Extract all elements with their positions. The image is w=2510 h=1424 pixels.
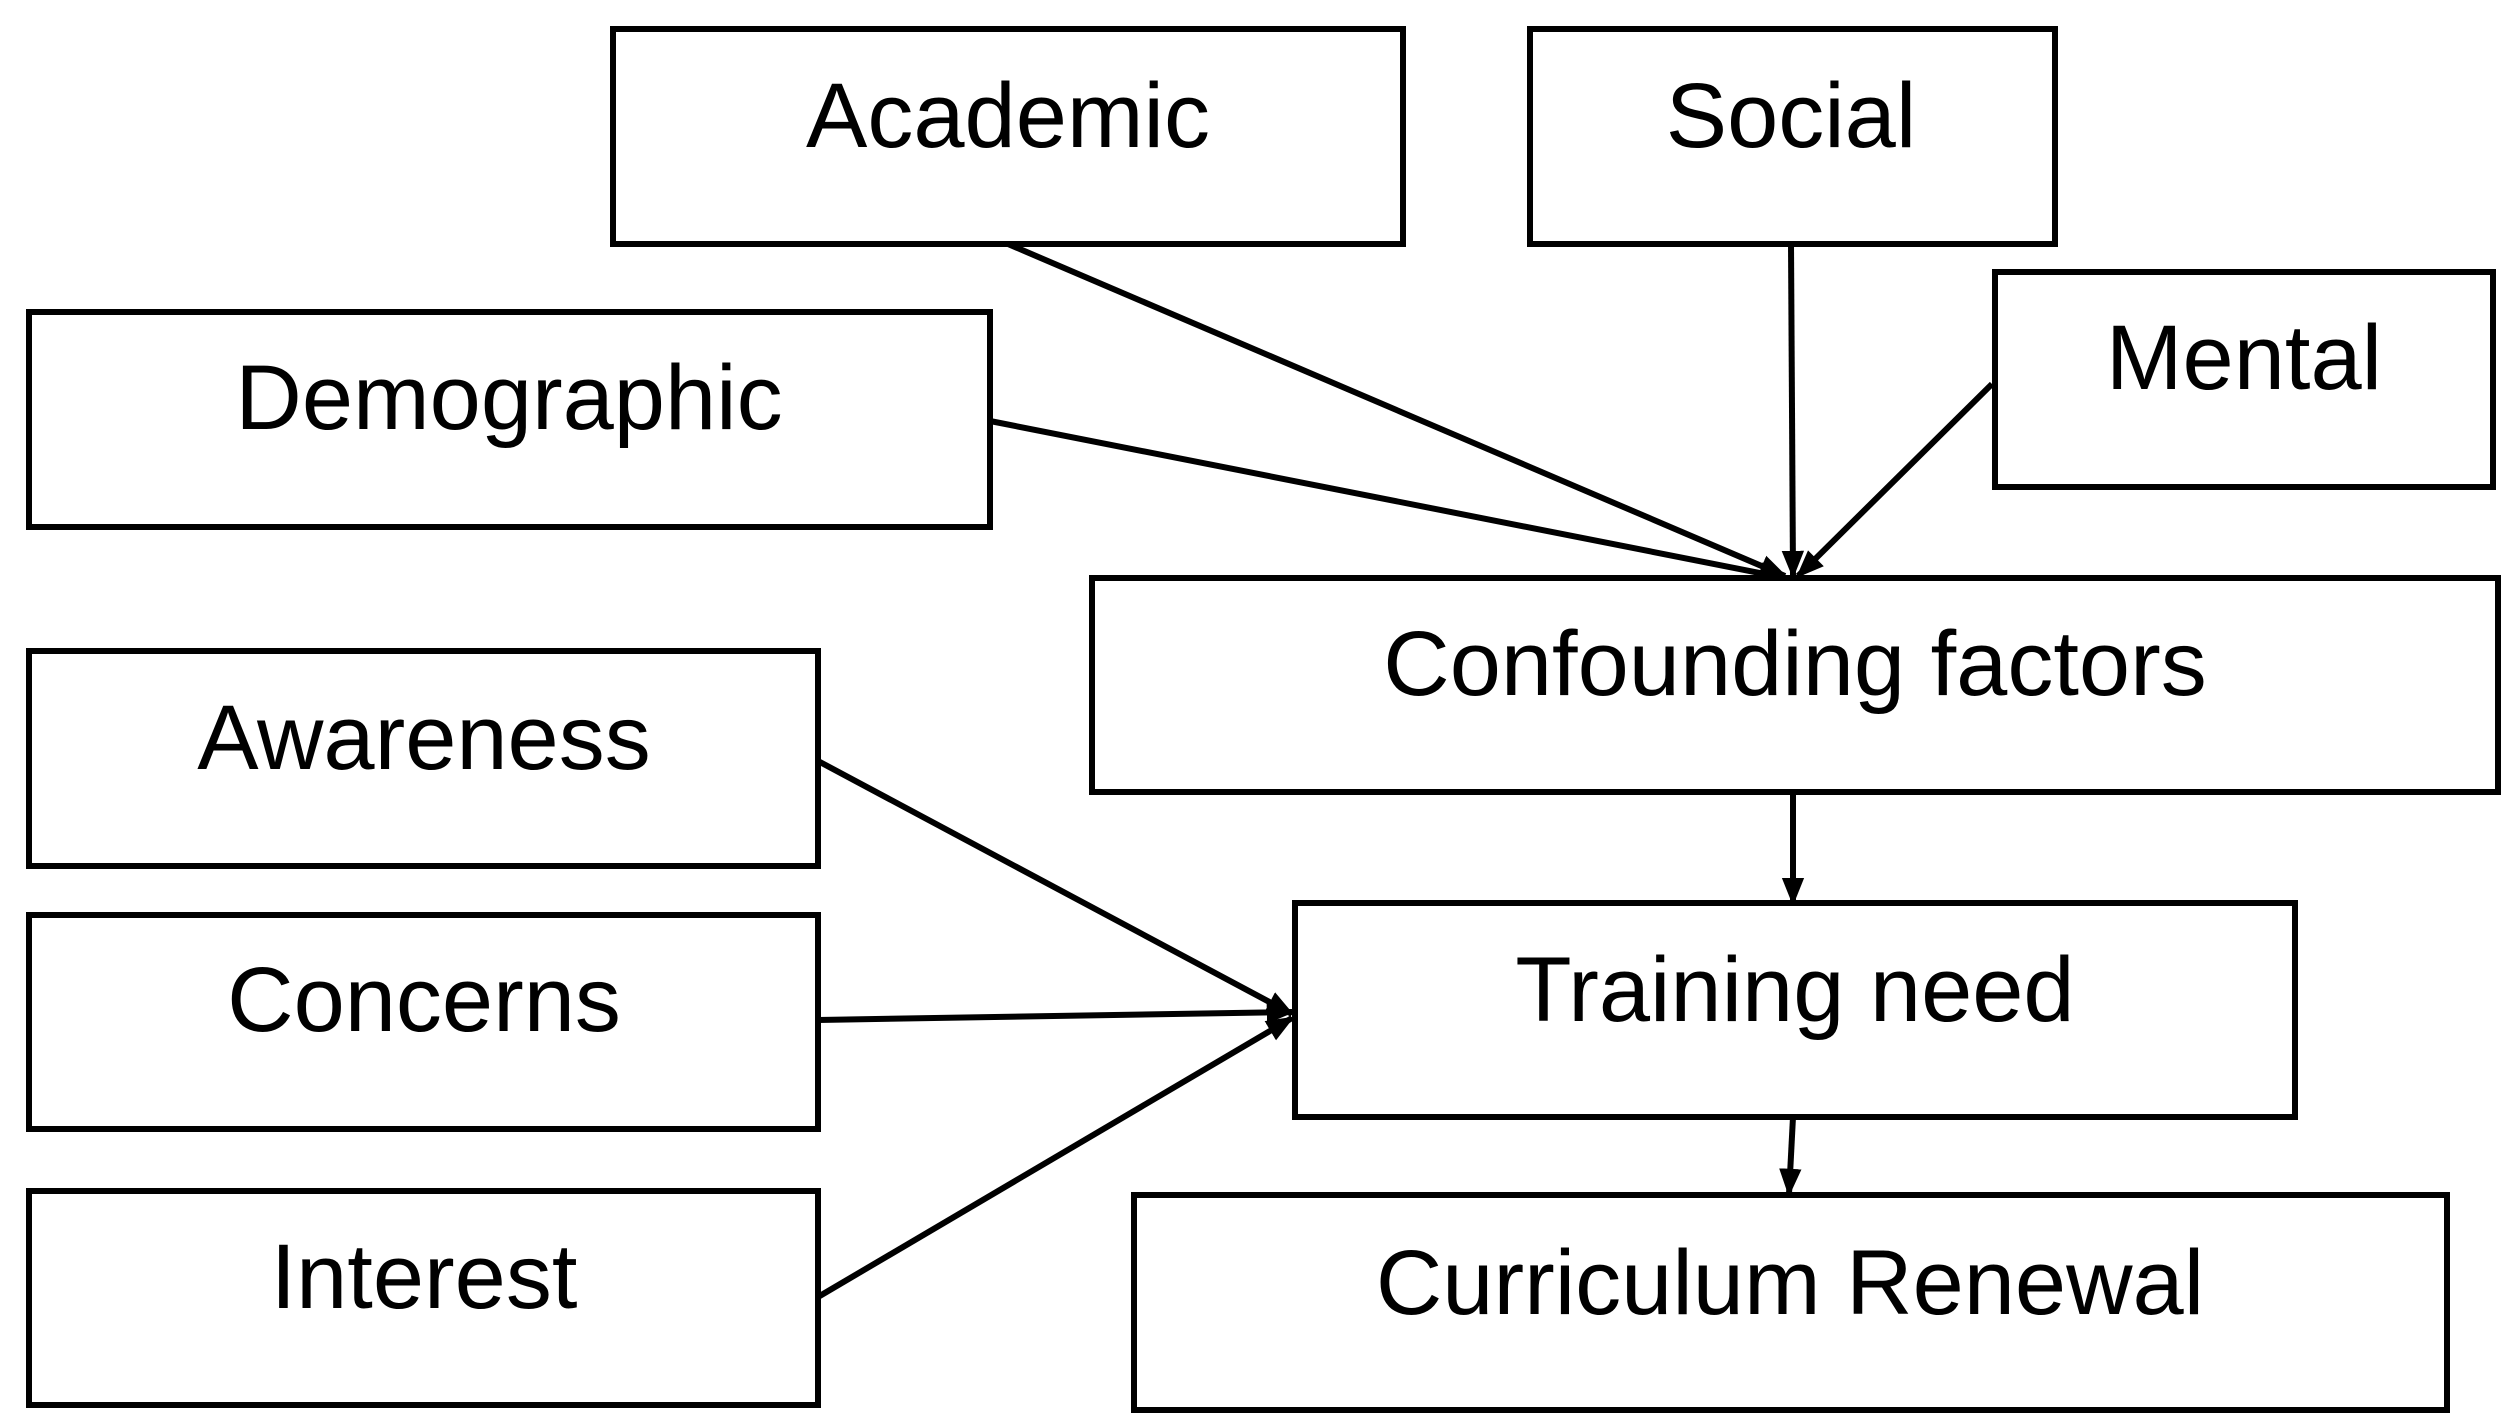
edge-training-to-curriculum [1779, 1116, 1802, 1197]
academic-box [610, 26, 1406, 247]
training-need-label: Training need [1515, 939, 2074, 1041]
confounding-factors-box [1089, 575, 2501, 795]
interest-label: Interest [271, 1226, 578, 1328]
training-need-box [1292, 900, 2298, 1120]
node-demographic: Demographic [26, 309, 993, 530]
awareness-label: Awareness [197, 687, 650, 789]
node-training-need: Training need [1292, 900, 2298, 1120]
curriculum-renewal-box [1131, 1192, 2450, 1413]
mental-label: Mental [2106, 307, 2382, 409]
node-curriculum-renewal: Curriculum Renewal [1131, 1192, 2450, 1413]
confounding-factors-label: Confounding factors [1383, 613, 2206, 715]
edge-awareness-to-training [816, 758, 1295, 1017]
node-concerns: Concerns [26, 912, 821, 1132]
mental-box [1992, 269, 2496, 490]
social-label: Social [1666, 65, 1917, 167]
concerns-label: Concerns [227, 949, 621, 1051]
node-awareness: Awareness [26, 648, 821, 869]
curriculum-renewal-label: Curriculum Renewal [1376, 1232, 2204, 1334]
edge-social-to-confounding [1781, 243, 1805, 579]
academic-label: Academic [806, 65, 1210, 167]
edge-concerns-to-training [817, 1001, 1295, 1024]
node-academic: Academic [610, 26, 1406, 247]
social-box [1527, 26, 2058, 247]
node-interest: Interest [26, 1188, 821, 1408]
node-social: Social [1527, 26, 2058, 247]
edge-mental-to-confounding [1795, 381, 1995, 579]
awareness-box [26, 648, 821, 869]
node-mental: Mental [1992, 269, 2496, 490]
edges [816, 241, 1995, 1300]
edge-academic-to-confounding [1006, 241, 1788, 579]
demographic-label: Demographic [235, 347, 782, 449]
interest-box [26, 1188, 821, 1408]
node-confounding-factors: Confounding factors [1089, 575, 2501, 795]
demographic-box [26, 309, 993, 530]
concerns-box [26, 912, 821, 1132]
edge-interest-to-training [816, 1015, 1295, 1300]
edge-demographic-to-confounding [989, 418, 1788, 585]
